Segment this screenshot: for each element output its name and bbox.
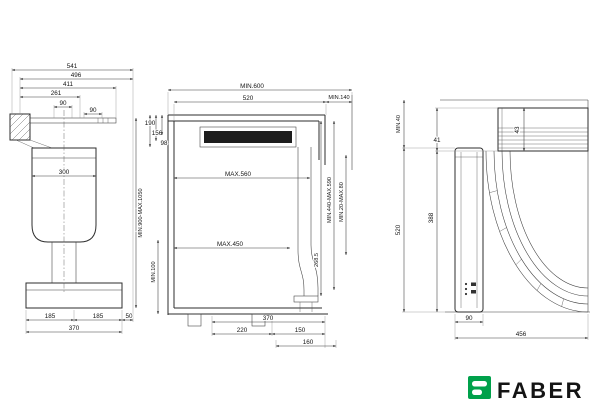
dim-min100: MIN.100 (151, 261, 157, 282)
inlet-grille (9, 113, 31, 141)
dim-520-right: 520 (395, 224, 402, 235)
hob-controls (97, 118, 109, 123)
right-view-extensions (402, 107, 589, 340)
dim-370-mid: 370 (263, 315, 274, 322)
hood-plenum-outline (199, 126, 297, 148)
blower-neck (51, 242, 77, 283)
left-view-extensions (11, 68, 134, 334)
dim-300: 300 (59, 169, 70, 176)
faber-logo-icon-bar-bottom (472, 389, 482, 395)
dim-541: 541 (67, 63, 78, 70)
left-view-object (9, 110, 123, 309)
dim-388: 388 (428, 212, 435, 223)
cabinet-foot-left (187, 313, 202, 327)
dim-90a: 90 (59, 100, 67, 107)
duct-stub (299, 302, 313, 312)
dim-43: 43 (514, 126, 521, 134)
cabinet-foot-right (251, 313, 266, 327)
dim-520-top: 520 (243, 95, 254, 102)
right-view-object (440, 99, 590, 313)
right-view: MIN.40 520 41 388 43 90 456 (394, 99, 590, 340)
dim-185b: 185 (93, 313, 104, 320)
duct-elbow (485, 150, 589, 313)
base-plinth (25, 282, 123, 309)
right-view-dimensions: MIN.40 520 41 388 43 90 456 (394, 100, 588, 340)
dim-156: 156 (152, 130, 163, 137)
middle-view-dimensions: MIN.600 520 MIN.140 190 156 98 MAX.560 M… (144, 82, 352, 348)
dim-90-bottom: 90 (465, 315, 473, 322)
exhaust-duct (297, 147, 319, 296)
unit-body (454, 147, 484, 313)
dim-min20-max80: MIN.20-MAX.80 (339, 182, 345, 222)
fins (498, 108, 588, 151)
dim-41: 41 (433, 137, 441, 144)
dim-min140: MIN.140 (328, 95, 349, 101)
dim-height-range: MIN.900-MAX.1050 (138, 188, 144, 237)
middle-view: MIN.600 520 MIN.140 190 156 98 MAX.560 M… (144, 82, 353, 348)
middle-view-object (167, 95, 353, 327)
dim-411: 411 (63, 81, 74, 88)
fin-box (497, 107, 589, 152)
dim-190: 190 (145, 120, 156, 127)
left-view-dimensions: 541 496 411 261 90 90 300 MIN.900-MAX.10… (12, 62, 145, 334)
dim-220: 220 (237, 327, 248, 334)
dim-90b: 90 (89, 107, 97, 114)
dim-261: 261 (51, 90, 62, 97)
middle-view-extensions (167, 92, 353, 348)
control-panel-icons (464, 282, 476, 296)
blower-body (31, 147, 97, 243)
dim-496: 496 (71, 72, 82, 79)
cabinet-bottom (168, 307, 328, 315)
dim-min40: MIN.40 (396, 115, 402, 133)
unit-body-detail (455, 152, 483, 308)
inlet-funnel (15, 139, 53, 149)
left-view: 541 496 411 261 90 90 300 MIN.900-MAX.10… (9, 62, 145, 334)
hob-glass (29, 117, 117, 124)
hood-plenum (204, 131, 292, 143)
dim-min600: MIN.600 (240, 83, 264, 90)
dim-98: 98 (160, 140, 168, 147)
dim-max450: MAX.450 (217, 241, 243, 248)
faber-logo-icon (468, 376, 491, 399)
dim-185a: 185 (45, 313, 56, 320)
duct-flange (293, 295, 319, 303)
faber-logo: FABER (468, 376, 584, 403)
worktop (168, 114, 325, 122)
inlet-hatch (9, 113, 31, 141)
dim-370-left: 370 (69, 325, 80, 332)
dim-min440-max590: MIN.440-MAX.590 (327, 177, 333, 223)
faber-logo-icon-bar-top (472, 381, 487, 387)
dim-150: 150 (295, 327, 306, 334)
brand-wordmark: FABER (497, 378, 584, 403)
cabinet-right-wall (318, 115, 326, 165)
dim-160: 160 (303, 339, 314, 346)
dim-268-5: 268.5 (314, 253, 320, 267)
duct-corrugation-ticks (489, 190, 564, 307)
dim-456: 456 (516, 331, 527, 338)
cabinet-left-wall (167, 115, 175, 315)
dim-max560: MAX.560 (225, 171, 251, 178)
dim-50: 50 (125, 313, 133, 320)
